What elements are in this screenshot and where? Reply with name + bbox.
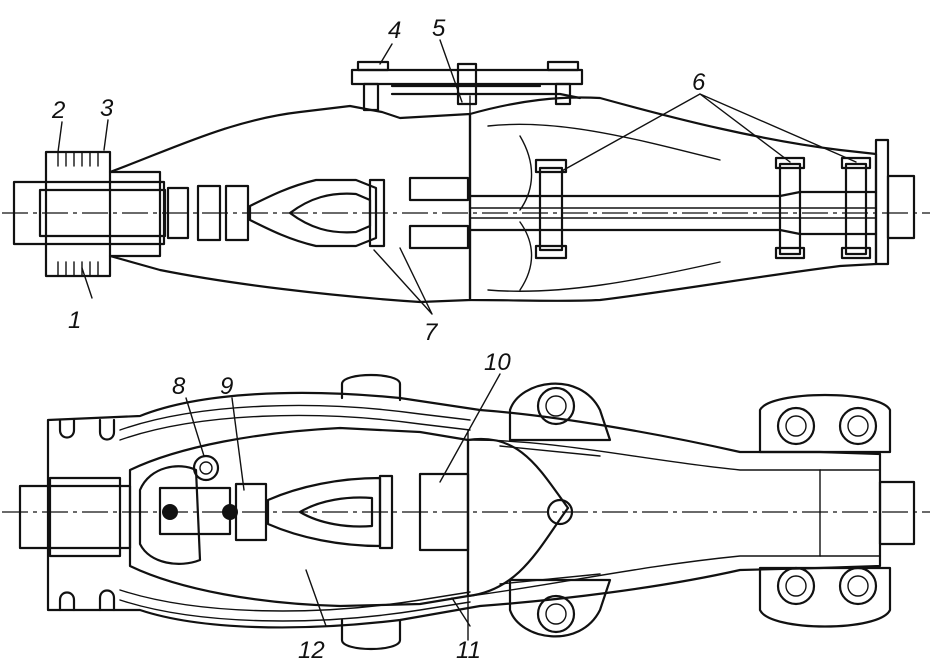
bottom-bolt-lugs bbox=[508, 382, 892, 638]
top-clamp-3 bbox=[840, 156, 872, 260]
callout-5: 5 bbox=[432, 15, 446, 42]
bottom-end-terminal bbox=[878, 480, 916, 546]
callout-12: 12 bbox=[298, 637, 325, 664]
bottom-insulation-body bbox=[128, 426, 470, 608]
bottom-joint-view bbox=[2, 373, 930, 651]
top-end-terminal bbox=[886, 174, 916, 240]
bottom-housing-right bbox=[466, 437, 570, 598]
callout-2: 2 bbox=[51, 97, 65, 124]
bottom-connector bbox=[138, 454, 470, 565]
top-cover-plate bbox=[350, 60, 584, 112]
top-housing-right bbox=[468, 96, 878, 302]
callout-4: 4 bbox=[388, 17, 401, 44]
bottom-outer-casing bbox=[46, 391, 882, 629]
top-ring-nut bbox=[44, 150, 162, 278]
top-clamp-2 bbox=[774, 156, 806, 260]
callout-9: 9 bbox=[220, 373, 233, 400]
bottom-cable-core bbox=[18, 484, 132, 550]
top-end-flange bbox=[874, 138, 890, 266]
callout-8: 8 bbox=[172, 373, 186, 400]
bottom-cable-sheath bbox=[48, 476, 122, 558]
callout-10: 10 bbox=[484, 349, 511, 376]
top-clamp-1 bbox=[534, 158, 568, 260]
callout-1: 1 bbox=[68, 307, 81, 334]
callout-3: 3 bbox=[100, 95, 114, 122]
callout-7: 7 bbox=[424, 319, 439, 346]
top-joint-view bbox=[2, 39, 930, 315]
callout-11: 11 bbox=[456, 637, 481, 664]
callout-labels: 1 2 3 4 5 6 7 8 9 10 11 12 bbox=[51, 15, 706, 664]
callout-6: 6 bbox=[692, 69, 706, 96]
